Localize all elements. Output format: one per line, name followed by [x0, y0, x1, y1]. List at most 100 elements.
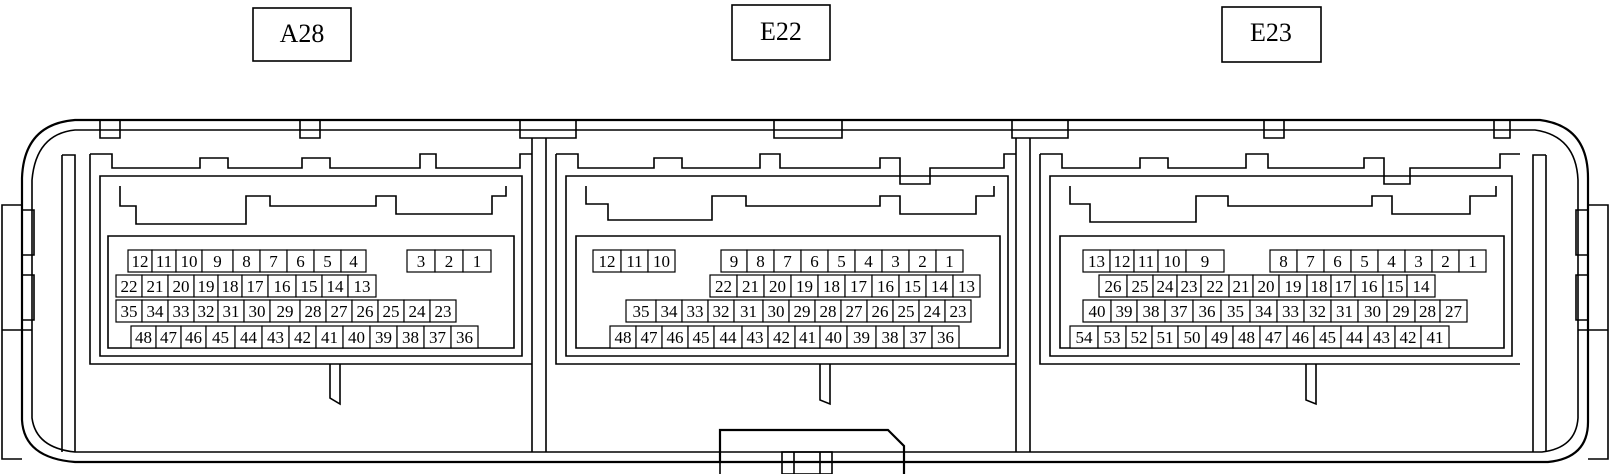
pin-e22-28: 28: [814, 299, 842, 323]
pin-e22-20: 20: [763, 274, 792, 298]
pin-number: 25: [383, 302, 400, 321]
pin-e23-53: 53: [1097, 325, 1127, 349]
pin-e23-40: 40: [1082, 299, 1112, 323]
pin-number: 29: [1393, 302, 1410, 321]
pin-e22-47: 47: [635, 325, 663, 349]
connector-title-e23-text: E23: [1250, 18, 1292, 47]
pin-number: 35: [633, 302, 650, 321]
pin-e23-43: 43: [1367, 325, 1396, 349]
pin-number: 1: [1468, 252, 1477, 271]
pin-number: 8: [1279, 252, 1288, 271]
pin-number: 23: [950, 302, 967, 321]
pin-number: 31: [1336, 302, 1353, 321]
pin-number: 32: [713, 302, 730, 321]
pin-e23-48: 48: [1232, 325, 1261, 349]
pin-number: 1: [945, 252, 954, 271]
pin-e22-43: 43: [741, 325, 769, 349]
pin-e23-10: 10: [1157, 249, 1187, 273]
pin-box: [462, 249, 492, 273]
pin-number: 48: [135, 328, 152, 347]
pin-e22-31: 31: [733, 299, 764, 323]
pin-number: 10: [181, 252, 198, 271]
pin-number: 34: [147, 302, 165, 321]
pin-e23-6: 6: [1323, 249, 1352, 273]
pin-e23-30: 30: [1357, 299, 1388, 323]
pin-e22-39: 39: [846, 325, 877, 349]
pin-number: 14: [931, 277, 949, 296]
pin-number: 23: [435, 302, 452, 321]
pin-number: 12: [132, 252, 149, 271]
pin-number: 42: [1400, 328, 1417, 347]
pin-number: 11: [1138, 252, 1154, 271]
pin-e23-29: 29: [1386, 299, 1416, 323]
pin-e23-31: 31: [1330, 299, 1359, 323]
pin-number: 40: [348, 328, 365, 347]
pin-number: 15: [1387, 277, 1404, 296]
pin-e22-14: 14: [925, 274, 954, 298]
pin-number: 29: [277, 302, 294, 321]
pin-number: 16: [877, 277, 894, 296]
pin-a28-26: 26: [351, 299, 379, 323]
pin-a28-22: 22: [115, 274, 143, 298]
pin-number: 54: [1076, 328, 1094, 347]
pin-a28-35: 35: [115, 299, 143, 323]
pin-number: 15: [904, 277, 921, 296]
pin-number: 52: [1131, 328, 1148, 347]
pin-e22-32: 32: [707, 299, 735, 323]
pin-number: 7: [783, 252, 792, 271]
pin-e23-52: 52: [1125, 325, 1153, 349]
pin-number: 45: [212, 328, 229, 347]
pin-number: 40: [1089, 302, 1106, 321]
pin-e22-5: 5: [827, 249, 856, 273]
pin-number: 46: [185, 328, 202, 347]
pin-number: 23: [1181, 277, 1198, 296]
pin-number: 14: [327, 277, 345, 296]
pin-e22-11: 11: [620, 249, 649, 273]
pin-e22-19: 19: [790, 274, 819, 298]
pin-e23-23: 23: [1176, 274, 1202, 298]
pin-number: 37: [910, 328, 928, 347]
pin-e22-22: 22: [709, 274, 738, 298]
pin-number: 19: [796, 277, 813, 296]
pin-a28-21: 21: [141, 274, 169, 298]
pin-number: 36: [937, 328, 954, 347]
pin-number: 46: [667, 328, 684, 347]
pin-number: 5: [837, 252, 846, 271]
pin-number: 40: [825, 328, 842, 347]
pin-number: 44: [240, 328, 258, 347]
pin-number: 44: [720, 328, 738, 347]
pin-number: 46: [1292, 328, 1309, 347]
pin-number: 20: [1258, 277, 1275, 296]
pin-e23-12: 12: [1109, 249, 1135, 273]
pin-number: 27: [331, 302, 349, 321]
pin-e23-34: 34: [1249, 299, 1278, 323]
pin-a28-38: 38: [396, 325, 425, 349]
pin-number: 28: [1419, 302, 1436, 321]
pin-e22-15: 15: [898, 274, 927, 298]
pin-number: 36: [1199, 302, 1216, 321]
pin-number: 44: [1346, 328, 1364, 347]
pin-e22-9: 9: [720, 249, 748, 273]
pin-e22-38: 38: [875, 325, 905, 349]
pin-e22-18: 18: [817, 274, 846, 298]
pin-box: [450, 325, 479, 349]
pin-a28-28: 28: [299, 299, 327, 323]
pin-number: 35: [1227, 302, 1244, 321]
pin-e23-13: 13: [1082, 249, 1111, 273]
pin-a28-43: 43: [261, 325, 290, 349]
pin-number: 36: [456, 328, 473, 347]
pin-number: 17: [247, 277, 265, 296]
pin-number: 39: [375, 328, 392, 347]
pin-a28-13: 13: [347, 274, 377, 298]
pin-number: 10: [653, 252, 670, 271]
pin-e22-10: 10: [647, 249, 676, 273]
pin-box: [347, 274, 377, 298]
pin-e22-37: 37: [903, 325, 933, 349]
pin-a28-10: 10: [175, 249, 203, 273]
pin-number: 13: [354, 277, 371, 296]
connector-shell-a28: [89, 153, 532, 406]
pin-e22-40: 40: [819, 325, 848, 349]
pin-box: [1458, 249, 1487, 273]
pin-number: 50: [1184, 328, 1201, 347]
